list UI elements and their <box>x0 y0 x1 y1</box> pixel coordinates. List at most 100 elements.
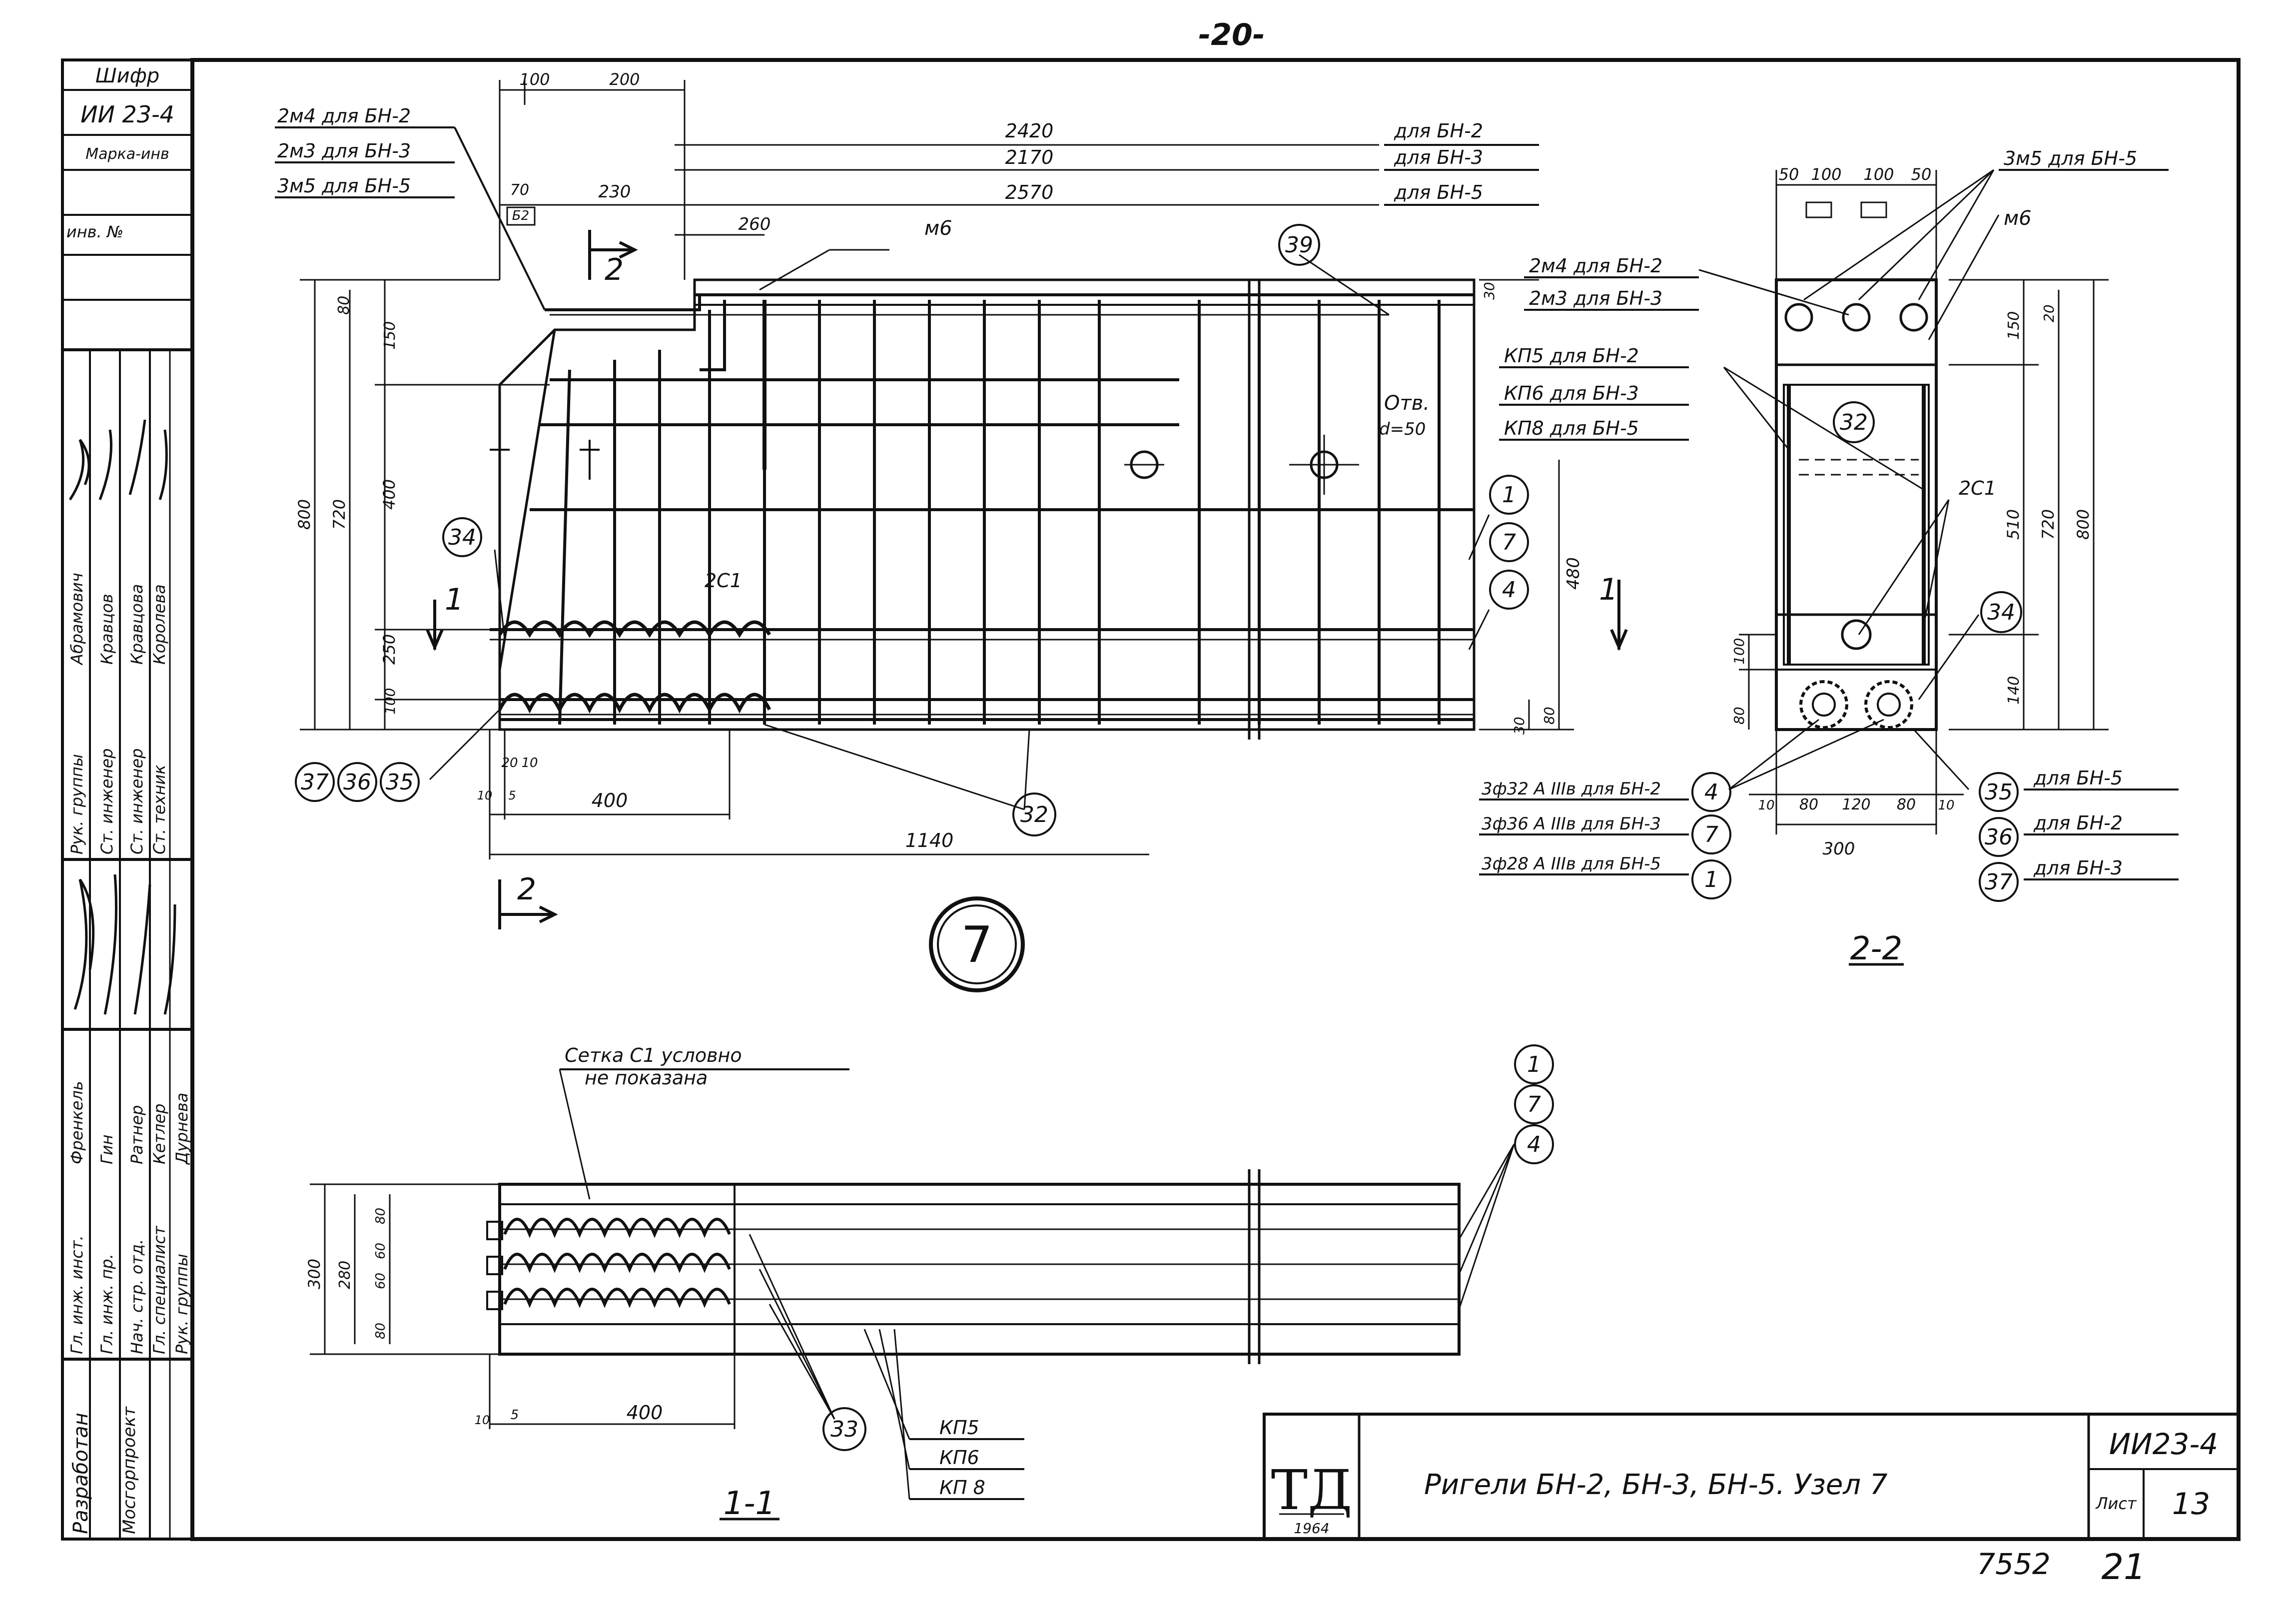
net-label: 2С1 <box>705 570 742 592</box>
callout-mark: 4 <box>1704 780 1718 805</box>
dim-text: 100 <box>1811 165 1841 184</box>
callout-mark: 7 <box>1527 1092 1541 1117</box>
length-dim: 2170 <box>1005 146 1054 168</box>
dim-text: 80 <box>1541 707 1557 725</box>
callout-circle <box>1489 475 1529 515</box>
stamp-org: Мосгорпроект <box>119 1406 139 1534</box>
callout-circle <box>1979 772 2019 812</box>
callout-circle <box>1278 224 1320 266</box>
dim-text: 1140 <box>905 829 954 851</box>
dim-text: 150 <box>381 321 399 350</box>
callout-mark: 34 <box>1987 600 2015 625</box>
stamp-role: Ст. техник <box>150 765 169 854</box>
main-elevation <box>275 80 1628 929</box>
logo: ТД <box>1271 1458 1353 1522</box>
dim-text: 10 <box>475 1413 490 1427</box>
callout-circle <box>1514 1084 1554 1124</box>
section-mark: 2 <box>517 872 536 907</box>
callout-mark: 37 <box>301 770 329 795</box>
bar-label: 3м5 для БН-5 <box>277 175 411 197</box>
callout-mark: 35 <box>1985 780 2013 805</box>
dim-text: 60 <box>373 1243 388 1259</box>
callout-circle <box>1979 817 2019 857</box>
dim-text: 10 <box>1938 798 1954 813</box>
stamp-role: Нач. стр. отд. <box>127 1239 146 1354</box>
callout-circle <box>442 517 482 557</box>
kp-label: КП 8 <box>939 1477 985 1499</box>
dim-text: 230 <box>599 182 631 202</box>
callout-mark: 36 <box>1985 824 2013 850</box>
rebar-section <box>1784 303 1813 332</box>
stamp-inv-label: инв. № <box>66 222 123 241</box>
spiral-row <box>503 1218 731 1238</box>
kp-label: КП6 <box>939 1447 979 1469</box>
dim-text: 80 <box>1731 707 1747 725</box>
note-text: не показана <box>585 1067 708 1089</box>
length-label: для БН-2 <box>1394 120 1483 142</box>
left-stamp: Шифр ИИ 23-4 Марка-инв инв. № Гл. инж. и… <box>61 58 194 1541</box>
rebar-section <box>1899 303 1928 332</box>
page-number: -20- <box>1198 17 1265 52</box>
callout-mark: 32 <box>1020 802 1048 827</box>
spiral-section <box>1864 680 1913 729</box>
spiral-row <box>503 1288 731 1308</box>
end-label: для БН-3 <box>2033 857 2123 879</box>
dim-text: 300 <box>1823 839 1855 859</box>
callout-circle <box>1012 793 1056 836</box>
stamp-role: Гл. инж. инст. <box>67 1235 86 1354</box>
callout-circle <box>1691 859 1731 899</box>
bar-label: 3ф36 А IIIв для БН-3 <box>1482 814 1661 834</box>
callout-circle <box>380 762 420 802</box>
spiral-section <box>1799 680 1848 729</box>
end-label: для БН-5 <box>2033 767 2123 789</box>
section-mark: 2 <box>605 252 624 287</box>
section-1-1 <box>310 1068 1515 1521</box>
length-label: для БН-3 <box>1394 146 1483 168</box>
callout-mark: 7 <box>1502 530 1516 555</box>
stamp-developed: Разработан <box>69 1413 92 1534</box>
dim-text: 200 <box>609 70 640 89</box>
bar-label: 2м3 для БН-3 <box>277 140 411 162</box>
signature-scribble <box>68 419 168 501</box>
stamp-name: Кравцов <box>97 594 116 665</box>
dim-text: 80 <box>373 1323 388 1339</box>
kp-label: КП6 для БН-3 <box>1504 382 1639 404</box>
spiral-row <box>503 1253 731 1273</box>
page-footer-left: 7552 <box>1977 1547 2051 1581</box>
stamp-name: Кетлер <box>150 1104 169 1165</box>
section-label: 2-2 <box>1850 930 1903 967</box>
dim-text: 100 <box>1863 165 1894 184</box>
callout-circle <box>1514 1124 1554 1164</box>
length-dim: 2420 <box>1005 120 1054 142</box>
section-label: 1-1 <box>724 1485 776 1522</box>
callout-circle <box>1514 1044 1554 1084</box>
dim-text: 50 <box>1779 165 1799 184</box>
dim-text: 480 <box>1563 557 1583 590</box>
callout-circle <box>1833 401 1875 443</box>
kp-label: КП5 для БН-2 <box>1504 345 1639 367</box>
dim-text: 280 <box>336 1261 354 1289</box>
stamp-name: Кравцова <box>127 584 146 665</box>
dim-text: 5 <box>511 1408 519 1423</box>
stamp-name: Ратнер <box>127 1105 146 1164</box>
dim-text: 80 <box>335 296 353 315</box>
spiral-bottom <box>498 693 771 714</box>
callout-circle <box>1979 862 2019 902</box>
dim-text: 20 <box>2041 304 2057 322</box>
section-mark: 1 <box>1599 572 1618 607</box>
rebar-section <box>1842 303 1871 332</box>
stamp-role: Рук. группы <box>172 1254 191 1354</box>
bar-label: 3м5 для БН-5 <box>2004 147 2137 169</box>
dim-text: 10 <box>521 756 538 771</box>
dim-text: 100 <box>519 70 550 89</box>
callout-mark: 39 <box>1285 232 1313 258</box>
callout-circle <box>1980 591 2022 633</box>
spiral-top <box>498 620 771 638</box>
stamp-name: Френкель <box>67 1081 86 1164</box>
bar-label: 3ф32 А IIIв для БН-2 <box>1482 779 1661 799</box>
callout-mark: 34 <box>448 525 476 550</box>
dim-text: 800 <box>2074 509 2093 540</box>
callout-mark: 4 <box>1527 1132 1541 1157</box>
dim-text: 20 <box>501 756 518 771</box>
callout-mark: 4 <box>1502 577 1516 603</box>
